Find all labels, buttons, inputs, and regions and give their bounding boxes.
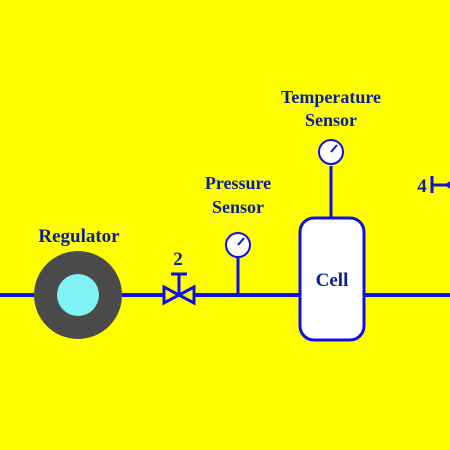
- pressure-sensor-label-line1: Pressure: [205, 173, 271, 193]
- cell-label: Cell: [316, 270, 349, 291]
- valve-2-label: 2: [173, 249, 183, 270]
- regulator-icon: [34, 251, 122, 339]
- gauge-icon: [318, 139, 344, 165]
- valve-4-label: 4: [417, 176, 427, 197]
- valve-icon: [430, 176, 450, 193]
- regulator-label: Regulator: [38, 226, 120, 247]
- temperature-sensor-label-line1: Temperature: [281, 87, 381, 107]
- temperature-sensor-label-line2: Sensor: [305, 110, 357, 130]
- valve-icon: [162, 272, 196, 306]
- cell-vessel: [298, 216, 366, 342]
- pressure-sensor-label-line2: Sensor: [212, 197, 264, 217]
- gauge-icon: [225, 232, 251, 258]
